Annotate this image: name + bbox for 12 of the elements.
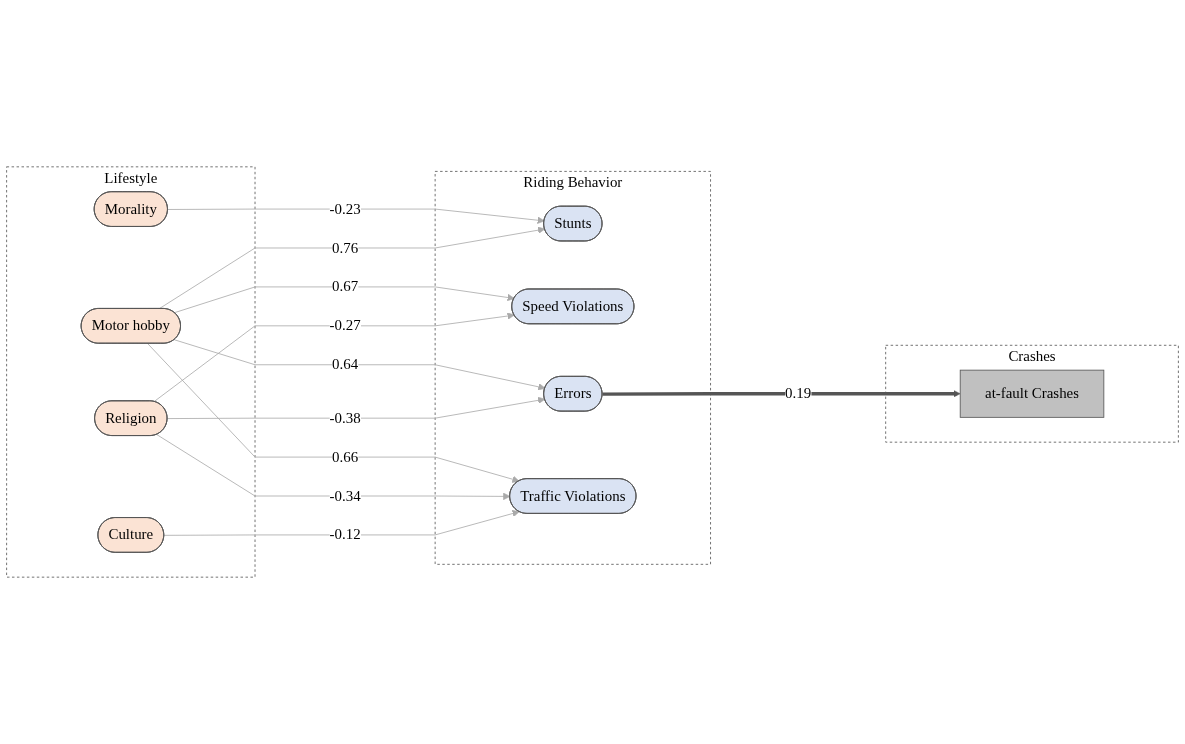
edge-label: -0.12 [329, 526, 361, 543]
edge-label: -0.34 [329, 487, 361, 504]
edge-label: 0.64 [332, 356, 359, 373]
edge-label: 0.19 [785, 385, 812, 402]
edge-label: 0.76 [332, 239, 359, 256]
edge-label: -0.27 [329, 317, 361, 334]
edge-label: -0.23 [329, 200, 361, 217]
edge-label: 0.66 [332, 448, 359, 465]
arrow [602, 390, 961, 398]
edge-label: -0.38 [329, 409, 361, 427]
node-box: at-fault Crashes [959, 369, 1105, 418]
edge-label: 0.67 [332, 278, 359, 295]
